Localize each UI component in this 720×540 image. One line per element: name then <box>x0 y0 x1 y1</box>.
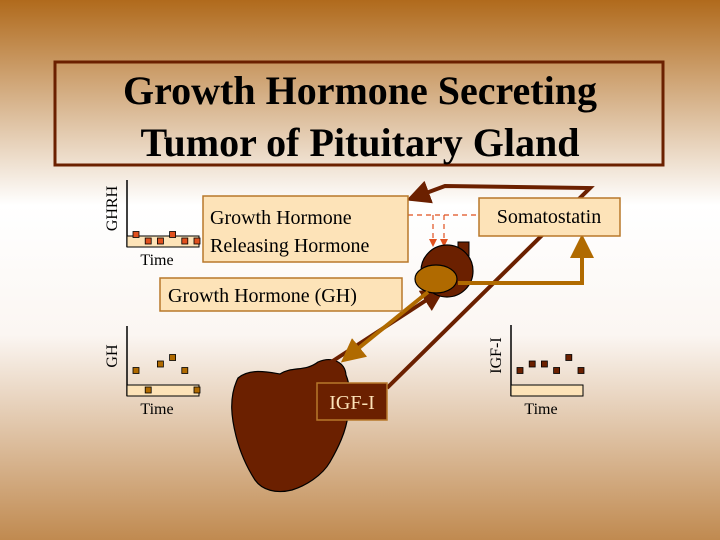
data-point <box>181 367 189 374</box>
data-point <box>144 386 152 394</box>
y-axis-label: GHRH <box>104 185 121 231</box>
mini-chart-igf-i: Time IGF-I <box>488 325 585 418</box>
igf-label: IGF-I <box>329 392 375 414</box>
y-axis-label: IGF-I <box>488 337 505 373</box>
data-point <box>516 367 524 374</box>
data-point <box>144 237 152 245</box>
x-axis-label: Time <box>140 252 173 269</box>
title-line-2: Tumor of Pituitary Gland <box>141 120 580 165</box>
data-point <box>156 237 164 245</box>
mini-chart-gh: Time GH <box>104 326 201 418</box>
title-box <box>53 60 665 167</box>
data-point <box>156 360 164 368</box>
ghrh-label-line-2: Releasing Hormone <box>210 235 370 257</box>
ghrh-box <box>202 195 409 263</box>
gh-to-somatostatin-arrow <box>458 234 594 285</box>
ghrh-label-line-1: Growth Hormone <box>210 207 352 229</box>
data-point <box>193 237 201 245</box>
pituitary-tumor <box>414 264 458 294</box>
time-bar <box>510 384 584 397</box>
data-point <box>565 354 573 361</box>
data-point <box>169 231 177 238</box>
y-axis-label: GH <box>104 344 121 368</box>
time-bar <box>126 384 200 397</box>
title-line-1: Growth Hormone Secreting <box>123 68 597 113</box>
data-point <box>528 360 536 368</box>
data-point <box>132 231 140 238</box>
x-axis-label: Time <box>524 401 557 418</box>
gh-label: Growth Hormone (GH) <box>168 285 357 307</box>
data-point <box>169 354 177 361</box>
somatostatin-box <box>478 197 621 237</box>
data-point <box>553 367 560 374</box>
data-point <box>181 237 189 245</box>
mini-chart-ghrh: Time GHRH <box>104 180 201 269</box>
somatostatin-label: Somatostatin <box>497 206 601 228</box>
gh-to-liver-arrow <box>340 290 430 363</box>
data-point <box>132 367 140 374</box>
data-point <box>577 367 585 374</box>
igf-feedback-arrow <box>385 180 595 390</box>
igf-box <box>316 382 388 421</box>
x-axis-label: Time <box>140 401 173 418</box>
gh-box <box>159 277 403 312</box>
data-point <box>193 386 201 394</box>
data-point <box>541 360 548 368</box>
